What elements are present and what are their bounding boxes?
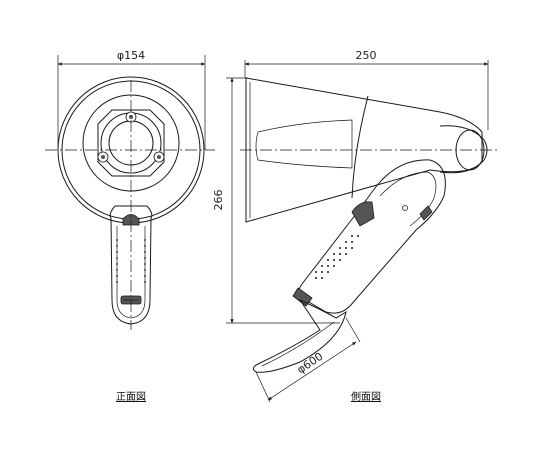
side-length-dimension: 250	[244, 49, 489, 130]
handle-top-line	[379, 171, 437, 227]
side-view-caption: 側面図	[351, 390, 381, 403]
trigger	[351, 201, 375, 227]
strap-extension-b	[345, 317, 361, 343]
handle-body	[298, 159, 446, 314]
length-label: 250	[356, 49, 377, 62]
cone-seam	[351, 95, 369, 199]
diameter-label: φ154	[117, 49, 145, 62]
side-handle	[292, 159, 446, 314]
handle-body	[109, 205, 153, 325]
front-view: φ154	[45, 49, 215, 403]
strap-mount	[292, 287, 313, 307]
speaker-holes	[315, 235, 359, 279]
front-diameter-dimension: φ154	[57, 49, 206, 150]
side-view: 250 266	[212, 49, 498, 403]
height-label: 266	[212, 190, 225, 211]
strap-dimension-line	[267, 341, 357, 401]
side-switch	[419, 205, 433, 221]
handle-inner-outline	[116, 226, 146, 319]
strap-extension-a	[255, 371, 271, 403]
side-height-dimension: 266	[212, 77, 340, 324]
strap-dimension: φ600	[255, 317, 361, 403]
trigger-top	[122, 214, 140, 226]
grip-dots	[116, 239, 146, 283]
switch-button	[402, 205, 408, 211]
cone-highlight	[255, 119, 353, 169]
front-view-caption: 正面図	[116, 391, 146, 403]
driver-octagon	[97, 109, 165, 177]
